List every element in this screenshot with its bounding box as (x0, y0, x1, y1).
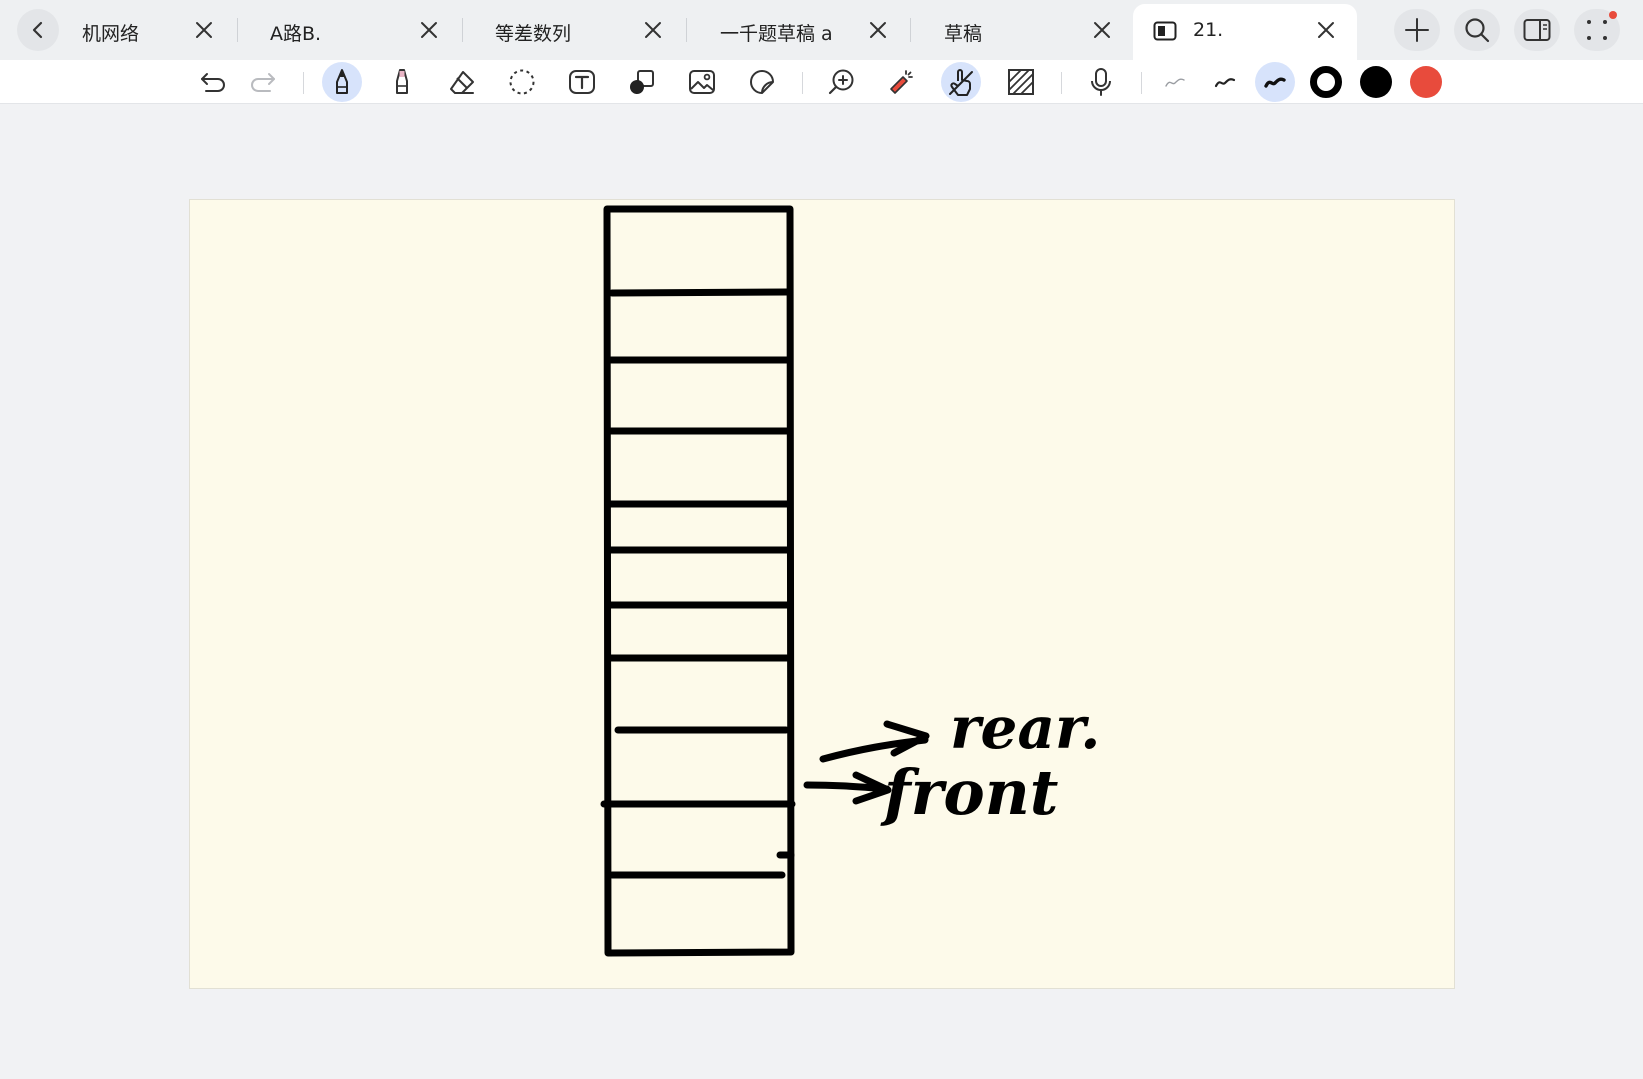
hatch-pattern-icon (1008, 69, 1034, 95)
front-arrow (803, 771, 892, 805)
tab-4[interactable]: 一千题草稿 a (720, 4, 890, 56)
stroke-medium-icon (1214, 78, 1236, 88)
tab-2[interactable]: A路B. (270, 4, 440, 56)
stroke-width-medium[interactable] (1205, 62, 1245, 102)
tab-label: 机网络 (82, 23, 140, 45)
tab-6-active[interactable]: 21. (1133, 4, 1357, 60)
close-icon[interactable] (419, 20, 439, 40)
laser-pointer-tool[interactable] (881, 62, 921, 102)
color-swatch-black-selected[interactable] (1310, 66, 1342, 98)
shapes-tool[interactable] (622, 62, 662, 102)
tab-5[interactable]: 草稿 (944, 4, 1114, 56)
tab-label: A路B. (270, 23, 322, 45)
text-box-icon (569, 70, 595, 94)
close-icon[interactable] (868, 20, 888, 40)
eraser-icon (450, 71, 474, 94)
notification-dot (1609, 11, 1617, 19)
lasso-tool[interactable] (502, 62, 542, 102)
plus-icon (1405, 18, 1429, 42)
voice-record-button[interactable] (1081, 62, 1121, 102)
queue-box-outline (603, 205, 795, 957)
tab-bar: 机网络 A路B. 等差数列 一千题草稿 a 草稿 21. (0, 0, 1643, 60)
microphone-icon (1091, 68, 1111, 96)
tab-divider (237, 18, 238, 42)
redo-button[interactable] (243, 62, 283, 102)
image-tool[interactable] (682, 62, 722, 102)
color-swatch-red[interactable] (1410, 66, 1442, 98)
toolbar-divider (802, 72, 803, 94)
stroke-width-thin[interactable] (1155, 62, 1195, 102)
touch-draw-toggle[interactable] (941, 62, 981, 102)
tab-3[interactable]: 等差数列 (495, 4, 665, 56)
toolbar-divider (1141, 72, 1142, 94)
new-tab-button[interactable] (1394, 9, 1440, 51)
canvas-area[interactable]: rear. front (0, 104, 1643, 1079)
toolbar-divider (1061, 72, 1062, 94)
text-tool[interactable] (562, 62, 602, 102)
tab-label: 草稿 (944, 23, 983, 45)
color-swatch-black[interactable] (1360, 66, 1392, 98)
hand-touch-icon (949, 69, 973, 96)
close-icon[interactable] (194, 20, 214, 40)
pen-icon (336, 69, 348, 94)
rear-arrow (819, 720, 930, 763)
tab-divider (462, 18, 463, 42)
stroke-width-thick[interactable] (1255, 62, 1295, 102)
redo-icon (251, 73, 275, 92)
handwritten-rear-label: rear. (950, 694, 1100, 762)
laser-pointer-icon (890, 70, 913, 94)
shapes-icon (630, 70, 654, 94)
document-icon (1153, 21, 1177, 41)
tab-1[interactable]: 机网络 (82, 4, 222, 56)
tab-label: 21. (1193, 19, 1224, 41)
stroke-thick-icon (1264, 77, 1286, 88)
close-icon[interactable] (1092, 20, 1112, 40)
pen-tool[interactable] (322, 62, 362, 102)
toolbar-divider (303, 72, 304, 94)
close-icon[interactable] (643, 20, 663, 40)
search-icon (1465, 18, 1490, 43)
chevron-left-icon (32, 21, 43, 39)
handwritten-front-label: front (880, 756, 1059, 829)
tab-label: 一千题草稿 a (720, 23, 833, 45)
zoom-tool[interactable] (822, 62, 862, 102)
dots-grid-icon (1587, 20, 1607, 40)
more-apps-button[interactable] (1574, 9, 1620, 51)
back-button[interactable] (17, 9, 59, 51)
undo-icon (201, 73, 225, 92)
tab-divider (686, 18, 687, 42)
sidebar-toggle-button[interactable] (1514, 9, 1560, 51)
tab-divider (910, 18, 911, 42)
pattern-tool[interactable] (1001, 62, 1041, 102)
drawing-toolbar (0, 60, 1643, 104)
queue-diagram (600, 205, 796, 957)
zoom-in-icon (828, 69, 854, 95)
stroke-thin-icon (1165, 78, 1185, 87)
highlighter-tool[interactable] (382, 62, 422, 102)
highlighter-icon (396, 69, 408, 94)
undo-button[interactable] (193, 62, 233, 102)
tab-label: 等差数列 (495, 23, 572, 45)
search-button[interactable] (1454, 9, 1500, 51)
close-icon[interactable] (1316, 20, 1336, 40)
image-icon (689, 70, 715, 94)
note-page[interactable]: rear. front (189, 199, 1455, 989)
handwritten-drawing[interactable]: rear. front (190, 200, 1456, 990)
lasso-icon (509, 69, 535, 95)
sidebar-icon (1523, 19, 1551, 41)
queue-slot-line (608, 288, 791, 297)
eraser-tool[interactable] (442, 62, 482, 102)
sticker-tool[interactable] (742, 62, 782, 102)
sticker-icon (750, 70, 774, 94)
